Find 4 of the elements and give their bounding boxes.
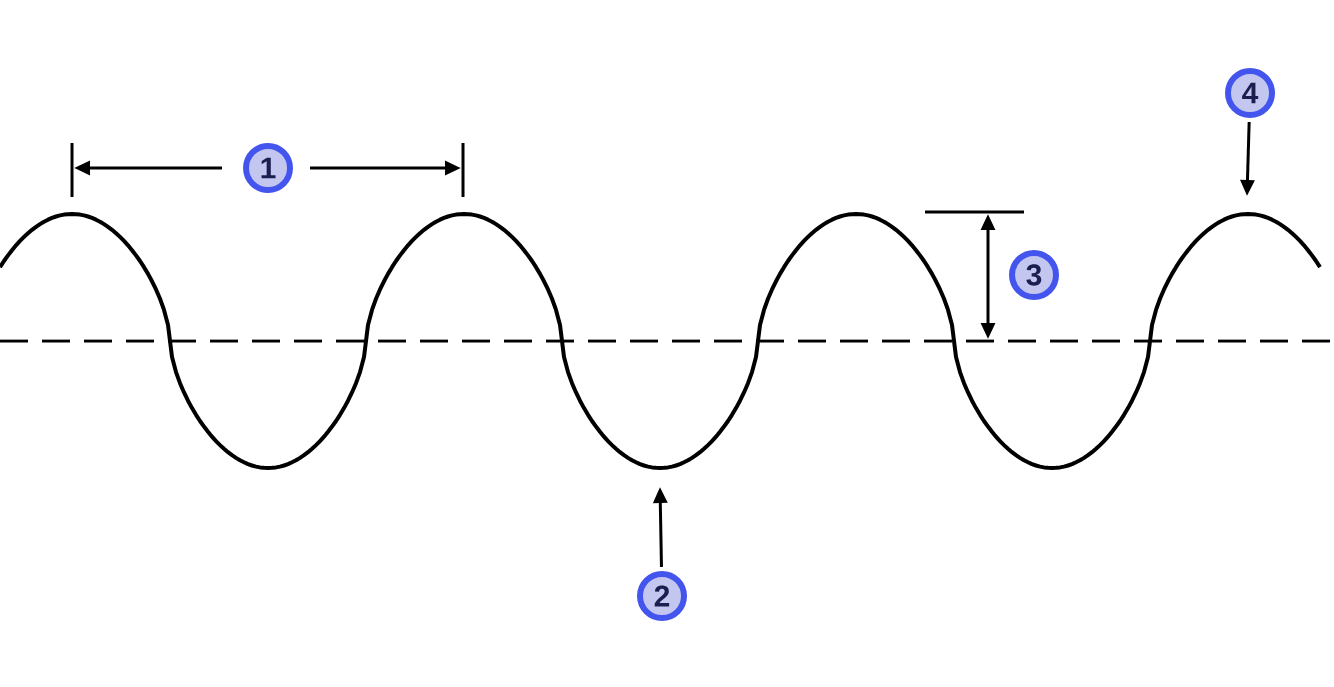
callout-number: 3	[1009, 250, 1059, 300]
callout-number: 2	[637, 571, 687, 621]
callout-number: 4	[1225, 68, 1275, 118]
callout-number: 1	[243, 143, 293, 193]
